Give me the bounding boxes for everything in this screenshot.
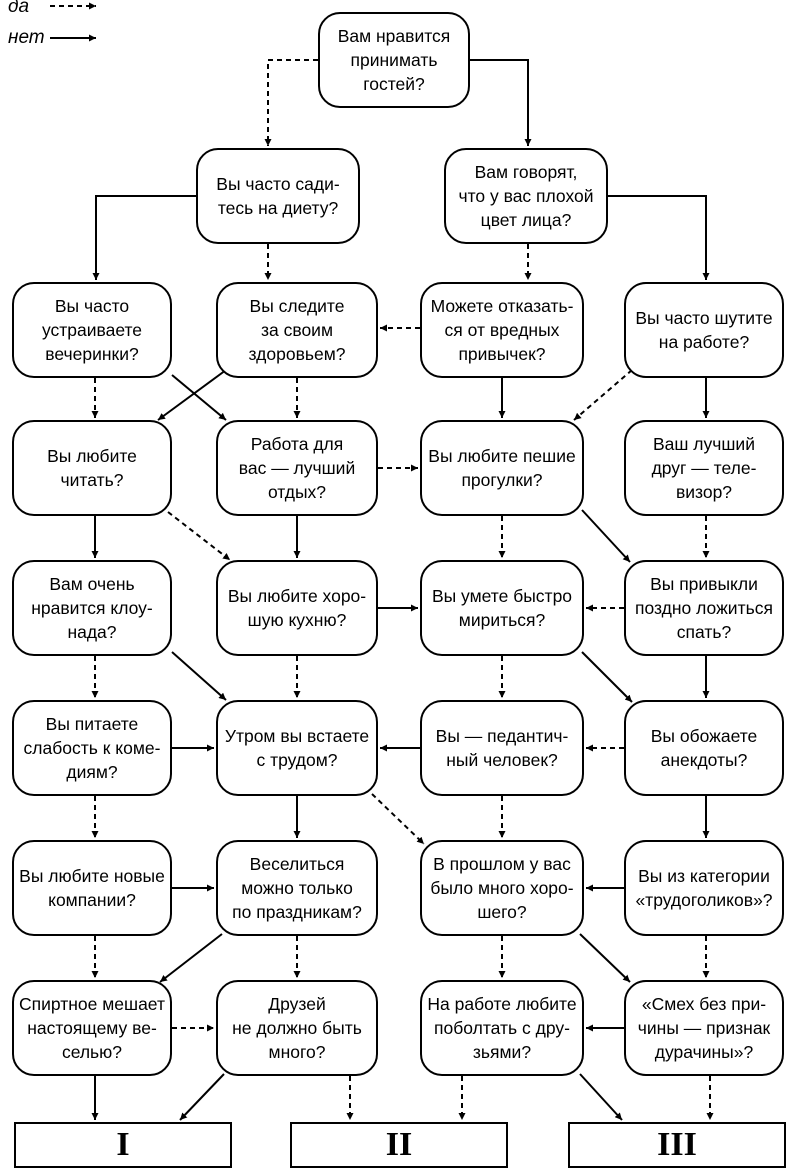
node-reconcile: Вы умете быстро мириться? (420, 560, 584, 656)
node-tv-friend: Ваш лучший друг — теле- визор? (624, 420, 784, 516)
yes-arrow-12 (573, 369, 633, 421)
node-parties: Вы часто устраиваете вечеринки? (12, 282, 172, 378)
no-arrow-8 (157, 369, 227, 421)
node-anecdotes: Вы обожаете анекдоты? (624, 700, 784, 796)
no-arrow-24 (171, 651, 227, 701)
no-arrow-2 (92, 195, 196, 280)
node-chat-at-work: На работе любите поболтать с дру- зьями? (420, 980, 584, 1076)
yes-arrow-0 (264, 59, 318, 146)
no-arrow-7 (171, 374, 227, 421)
legend-yes-label: да (8, 0, 30, 17)
no-arrow-51 (579, 1073, 623, 1121)
node-laughter: «Смех без при- чины — признак дурачины»? (624, 980, 784, 1076)
no-arrow-19 (581, 509, 631, 563)
node-reading: Вы любите читать? (12, 420, 172, 516)
node-holidays: Веселиться можно только по праздникам? (216, 840, 378, 936)
node-work-rest: Работа для вас — лучший отдых? (216, 420, 378, 516)
result-box-1: I (14, 1122, 232, 1168)
node-late-sleep: Вы привыкли поздно ложиться спать? (624, 560, 784, 656)
legend-no-label: нет (8, 27, 45, 48)
node-complexion: Вам говорят, что у вас плохой цвет лица? (444, 148, 608, 244)
no-arrow-5 (608, 195, 710, 280)
node-few-friends: Друзей не должно быть много? (216, 980, 378, 1076)
no-arrow-43 (579, 933, 631, 983)
node-health: Вы следите за своим здоровьем? (216, 282, 378, 378)
node-morning: Утром вы встаете с трудом? (216, 700, 378, 796)
result-box-3: III (568, 1122, 786, 1168)
yes-arrow-34 (371, 793, 425, 845)
node-diet: Вы часто сади- тесь на диету? (196, 148, 360, 244)
node-pedant: Вы — педантич- ный человек? (420, 700, 584, 796)
node-likes-guests: Вам нравится принимать гостей? (318, 12, 470, 108)
no-arrow-1 (470, 59, 532, 146)
no-arrow-27 (581, 651, 633, 703)
yes-arrow-16 (167, 511, 231, 561)
node-cuisine: Вы любите хоро- шую кухню? (216, 560, 378, 656)
no-arrow-48 (179, 1073, 225, 1121)
node-clowns: Вам очень нравится клоу- нада? (12, 560, 172, 656)
node-jokes-at-work: Вы часто шутите на работе? (624, 282, 784, 378)
node-alcohol: Спиртное мешает настоящему ве- селью? (12, 980, 172, 1076)
node-past-good: В прошлом у вас было много хоро- шего? (420, 840, 584, 936)
result-box-2: II (290, 1122, 508, 1168)
node-new-company: Вы любите новые компании? (12, 840, 172, 936)
node-bad-habits: Можете отказать- ся от вредных привычек? (420, 282, 584, 378)
node-comedies: Вы питаете слабость к коме- диям? (12, 700, 172, 796)
node-walks: Вы любите пешие прогулки? (420, 420, 584, 516)
no-arrow-40 (159, 933, 223, 983)
node-workaholic: Вы из категории «трудоголиков»? (624, 840, 784, 936)
